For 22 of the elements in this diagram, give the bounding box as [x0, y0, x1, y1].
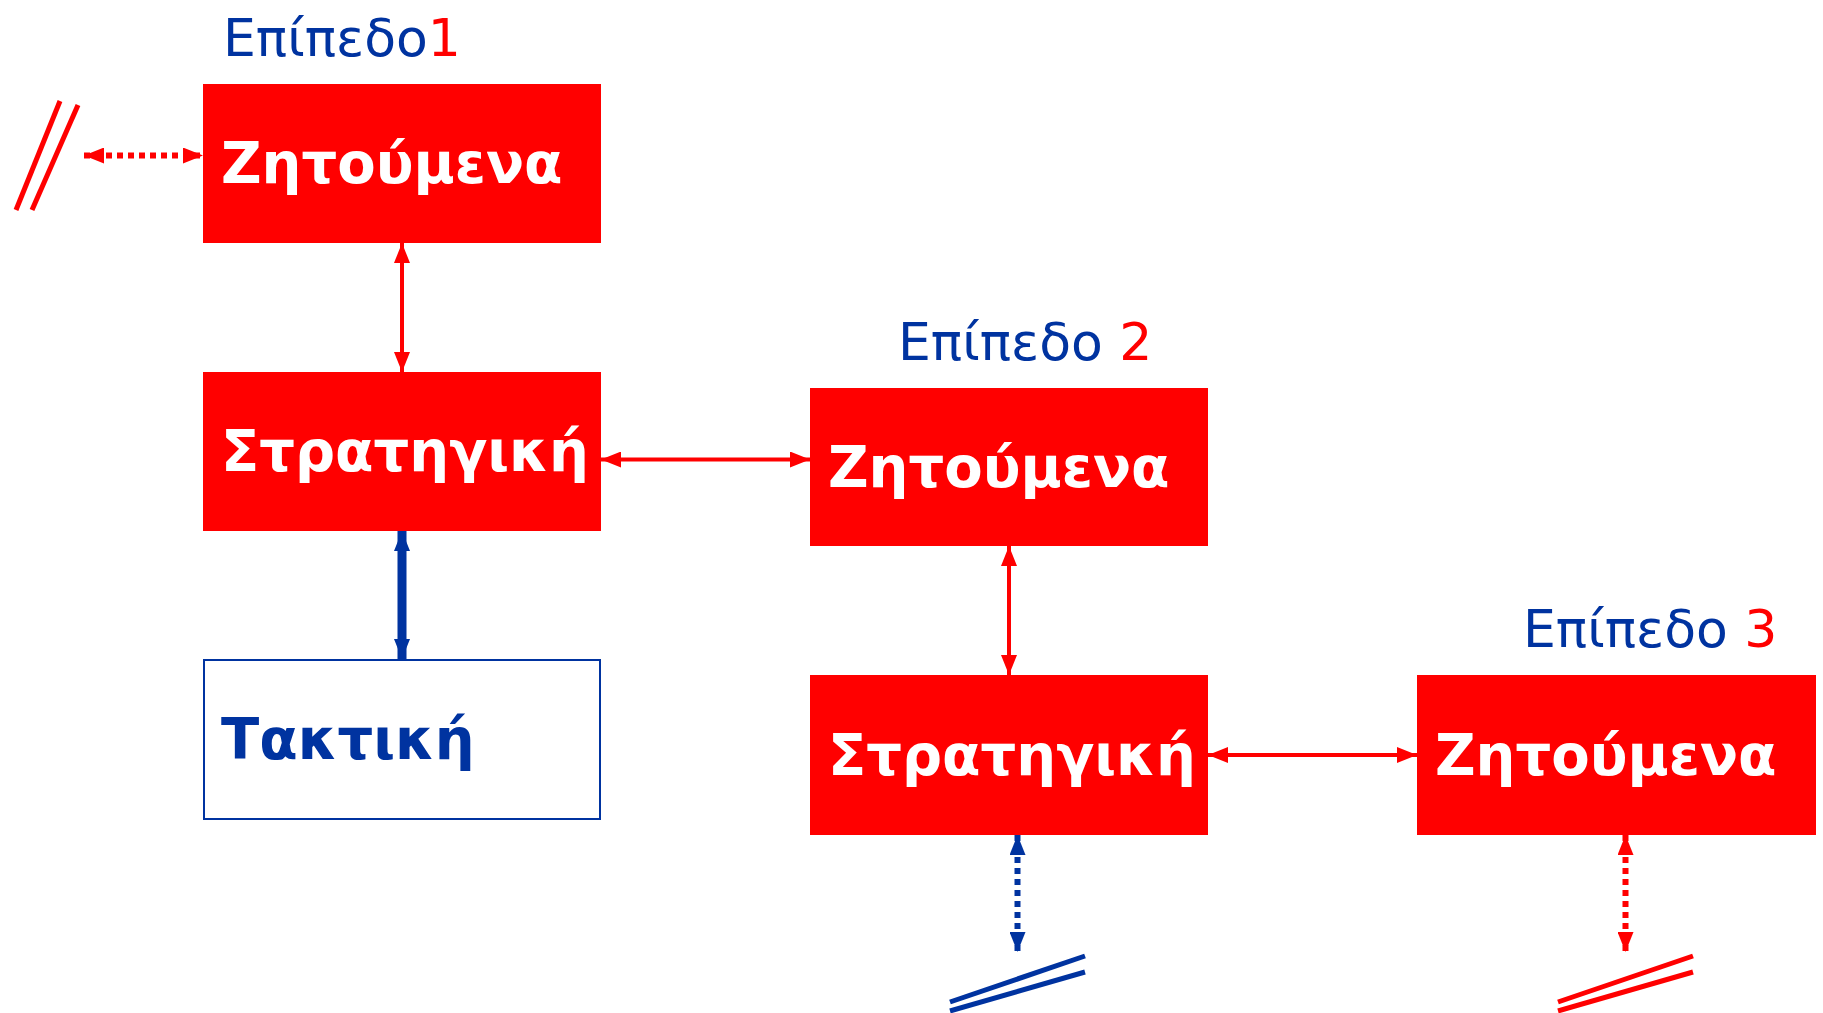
arrow — [1001, 546, 1017, 675]
dotted-arrow — [84, 147, 203, 164]
box-label: Στρατηγική — [828, 722, 1196, 788]
process-box — [203, 372, 601, 531]
arrow — [601, 451, 810, 468]
box-label: Τακτική — [221, 707, 475, 772]
break-symbol — [1556, 952, 1695, 1013]
box-label: Στρατηγική — [221, 419, 589, 484]
arrow — [394, 531, 410, 659]
box-label: Ζητούμενα — [1435, 722, 1777, 788]
dotted-arrow — [1009, 835, 1026, 952]
dotted-arrow — [1617, 835, 1634, 952]
arrow — [394, 243, 410, 372]
process-box — [810, 675, 1208, 835]
arrow — [1208, 747, 1417, 763]
level-heading: Επίπεδο 2 — [898, 312, 1153, 372]
process-box — [203, 659, 601, 820]
level-heading: Επίπεδο 3 — [1523, 599, 1778, 659]
level-heading: Επίπεδο1 — [223, 8, 461, 68]
box-label: Ζητούμενα — [828, 434, 1170, 500]
break-symbol — [948, 952, 1087, 1013]
box-label: Ζητούμενα — [221, 131, 563, 196]
